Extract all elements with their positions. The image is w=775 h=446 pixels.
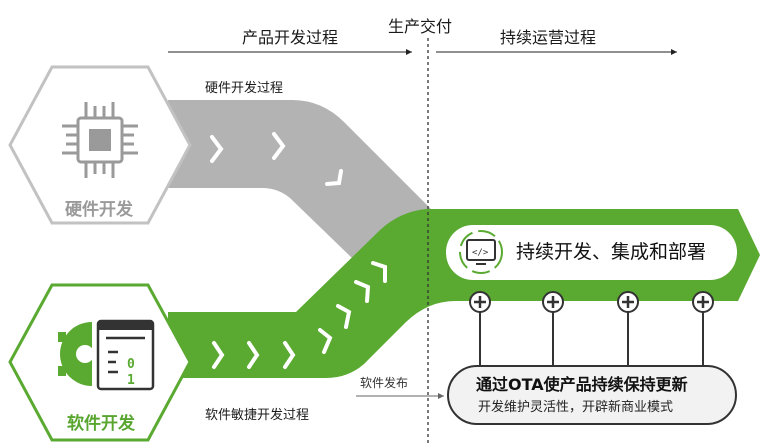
software-release-label: 软件发布 bbox=[360, 376, 409, 390]
cicd-label: 持续开发、集成和部署 bbox=[516, 241, 707, 263]
phase-operation-label: 持续运营过程 bbox=[500, 28, 597, 47]
phase-development-label: 产品开发过程 bbox=[242, 28, 339, 47]
update-nodes bbox=[469, 291, 714, 313]
hardware-flow-band bbox=[168, 100, 432, 258]
plus-icon bbox=[692, 291, 714, 313]
hardware-chevrons bbox=[210, 132, 343, 186]
monitor-code-icon: </> bbox=[459, 230, 503, 274]
gear-code-icon: 0 1 bbox=[58, 319, 155, 391]
software-flow-label: 软件敏捷开发过程 bbox=[205, 408, 310, 423]
svg-text:0: 0 bbox=[127, 357, 135, 372]
plus-icon bbox=[469, 291, 491, 313]
plus-icon bbox=[617, 291, 639, 313]
ota-subtitle: 开发维护灵活性，开辟新商业模式 bbox=[478, 400, 674, 415]
phase-delivery-label: 生产交付 bbox=[388, 17, 453, 36]
ota-title: 通过OTA使产品持续保持更新 bbox=[476, 375, 688, 394]
software-chevrons bbox=[212, 261, 387, 369]
hardware-flow-label: 硬件开发过程 bbox=[205, 81, 284, 96]
ota-box bbox=[447, 365, 737, 425]
svg-text:1: 1 bbox=[127, 373, 135, 388]
software-hex-label: 软件开发 bbox=[67, 414, 135, 434]
hardware-hex-label: 硬件开发 bbox=[65, 200, 133, 220]
plus-icon bbox=[542, 291, 564, 313]
update-connectors bbox=[479, 312, 704, 368]
chip-icon bbox=[62, 102, 138, 178]
svg-text:</>: </> bbox=[472, 248, 489, 258]
cicd-pill bbox=[446, 225, 737, 280]
